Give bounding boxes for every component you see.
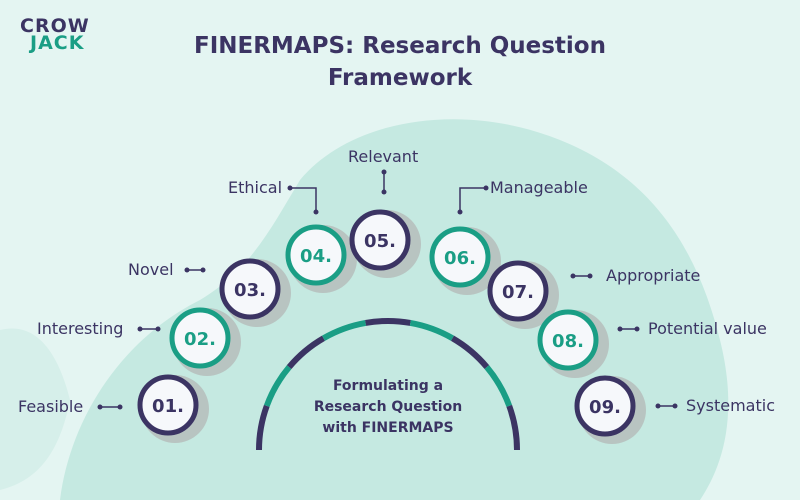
step-1: 01. — [137, 374, 209, 443]
arc-segment — [409, 320, 454, 341]
connector-dot — [634, 326, 640, 332]
connector-dot — [287, 185, 293, 191]
step-4: 04. — [285, 224, 357, 293]
connector-dot — [672, 403, 678, 409]
arc-segment — [322, 320, 367, 341]
connector-dot — [570, 273, 576, 279]
arc-segment — [506, 404, 520, 451]
step-circle — [219, 258, 281, 320]
logo-line-1: CROW — [20, 15, 90, 37]
step-circle — [429, 226, 491, 288]
step-9: 09. — [574, 375, 646, 444]
step-label: Feasible — [18, 397, 83, 416]
arc-segment — [484, 365, 513, 407]
connector-dot — [155, 326, 161, 332]
step-circle — [487, 260, 549, 322]
step-8: 08. — [537, 309, 609, 378]
step-number: 02. — [184, 329, 216, 350]
center-arc — [256, 318, 520, 451]
step-circle — [285, 224, 347, 286]
arc-segment — [286, 335, 326, 370]
connector-dot — [117, 404, 123, 410]
step-6: 06. — [429, 226, 501, 295]
arc-segment — [256, 404, 270, 451]
step-number: 05. — [364, 231, 396, 252]
connector-dot — [617, 326, 623, 332]
step-number: 03. — [234, 280, 266, 301]
center-line-2: Research Question — [314, 399, 462, 415]
step-circle — [574, 375, 636, 437]
step-label: Interesting — [37, 319, 123, 338]
logo-line-2: JACK — [30, 32, 85, 54]
title-line-1: FINERMAPS: Research Question — [193, 33, 606, 59]
connector-dot — [200, 267, 206, 273]
step-circle — [537, 309, 599, 371]
arc-segment — [450, 335, 490, 370]
center-text: Formulating a Research Question with FIN… — [314, 378, 462, 436]
connector-dot — [587, 273, 593, 279]
step-3: 03. — [219, 258, 291, 327]
connector-dot — [655, 403, 661, 409]
step-circle — [169, 307, 231, 369]
connector-dot — [97, 404, 103, 410]
connector-dot — [381, 189, 387, 195]
arc-segment — [365, 318, 411, 326]
center-line-1: Formulating a — [333, 378, 443, 394]
connector-dot — [184, 267, 190, 273]
background-blob — [60, 119, 729, 500]
step-circle — [137, 374, 199, 436]
background-blob-left — [0, 328, 70, 490]
connector-dot — [483, 185, 489, 191]
connector-dot — [457, 209, 463, 215]
step-5: 05. — [349, 209, 421, 278]
center-line-3: with FINERMAPS — [322, 420, 453, 436]
page-title: FINERMAPS: Research Question Framework — [0, 30, 800, 94]
step-circle — [349, 209, 411, 271]
step-number: 04. — [300, 246, 332, 267]
connector-dot — [381, 169, 387, 175]
connectors: Feasible Interesting Novel Ethical RelevantM… — [18, 147, 775, 416]
step-label: Systematic — [686, 396, 775, 415]
step-number: 09. — [589, 397, 621, 418]
step-label: Ethical — [228, 178, 282, 197]
connector-dot — [137, 326, 143, 332]
step-label: Potential value — [648, 319, 767, 338]
step-number: 01. — [152, 396, 184, 417]
crowjack-logo: CROW JACK — [20, 15, 90, 54]
step-circles: 01. 02. 03. 04. 05. 06. 07. 08. 09. — [137, 209, 646, 444]
step-label: Manageable — [490, 178, 588, 197]
step-number: 08. — [552, 331, 584, 352]
connector-line — [459, 187, 486, 212]
step-label: Relevant — [348, 147, 418, 166]
step-2: 02. — [169, 307, 241, 376]
step-number: 07. — [502, 282, 534, 303]
step-label: Novel — [128, 260, 174, 279]
arc-segment — [263, 365, 292, 407]
step-number: 06. — [444, 248, 476, 269]
connector-dot — [313, 209, 319, 215]
title-line-2: Framework — [327, 65, 473, 91]
connector-line — [290, 187, 317, 212]
step-7: 07. — [487, 260, 559, 329]
step-label: Appropriate — [606, 266, 700, 285]
